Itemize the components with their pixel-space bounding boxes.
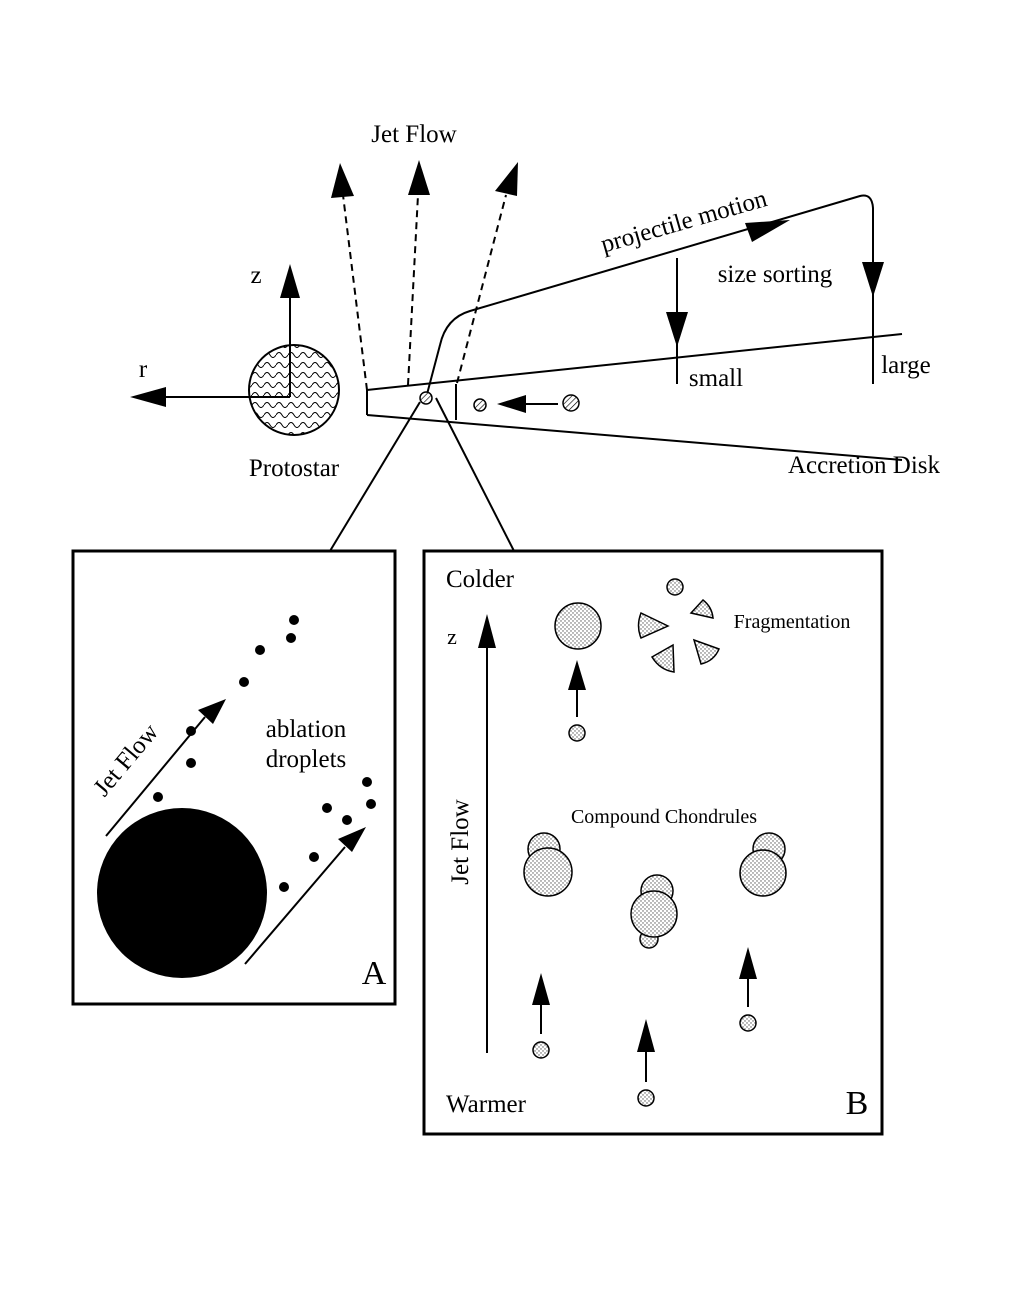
panel-a-frame [71, 549, 397, 1006]
jet-flow-title: Jet Flow [371, 121, 456, 148]
droplet [186, 726, 196, 736]
jet-flow-arrowhead-a-upper [198, 699, 226, 724]
r-axis-label: r [139, 356, 148, 383]
size-sorting-label: size sorting [718, 261, 833, 288]
chondrule-part [523, 847, 573, 897]
small-drop-arrowhead [666, 312, 688, 347]
small-label: small [689, 365, 743, 392]
r-arrowhead [130, 387, 166, 407]
jet-flow-arrow-a-lower [244, 846, 346, 965]
droplet [342, 815, 352, 825]
jet-flow-arrow-left [342, 194, 368, 391]
panel-b: Colder Warmer z Jet Flow B Fragmentation… [422, 549, 884, 1136]
droplet [286, 633, 296, 643]
compound-chondrule-left [523, 832, 573, 897]
inflow-arrowhead [497, 395, 526, 413]
panel-b-jet-flow-label: Jet Flow [447, 799, 474, 884]
rising-droplet [739, 1014, 757, 1032]
droplet [279, 882, 289, 892]
chondrule-large [554, 602, 602, 650]
compound-chondrules-label: Compound Chondrules [571, 806, 757, 828]
fragment-piece [650, 643, 675, 673]
jet-flow-arrow-center [407, 194, 419, 386]
connector-to-panel-b [435, 397, 515, 552]
fragment-piece [689, 598, 714, 619]
jet-flow-arrowhead-center [408, 160, 430, 195]
panel-b-letter: B [846, 1085, 869, 1122]
colder-label: Colder [446, 566, 515, 593]
warmer-label: Warmer [446, 1091, 527, 1118]
jet-flow-arrowhead-right [495, 162, 518, 196]
jet-flow-arrows [331, 160, 518, 391]
projectile-trajectory [425, 194, 874, 399]
panel-a: Jet Flow ablation droplets A [71, 549, 397, 1006]
temperature-axis-arrowhead [478, 614, 496, 648]
droplet [186, 758, 196, 768]
large-label: large [881, 352, 931, 379]
rising-arrowhead [637, 1019, 655, 1052]
chondrule-small [568, 724, 586, 742]
rising-droplet [637, 1089, 655, 1107]
parent-body [97, 808, 267, 978]
droplet [289, 615, 299, 625]
ablation-droplets [153, 615, 376, 892]
ablation-label-line1: ablation [266, 716, 347, 743]
fragmentation-label: Fragmentation [734, 611, 851, 633]
growth-arrowhead [568, 660, 586, 690]
panel-a-jet-flow-label: Jet Flow [88, 719, 164, 802]
protostar-label: Protostar [249, 455, 340, 482]
disk-particle-small [473, 398, 487, 412]
rising-droplet [532, 1041, 550, 1059]
droplet [322, 803, 332, 813]
droplet [362, 777, 372, 787]
compound-chondrule-center [630, 874, 678, 949]
droplet [153, 792, 163, 802]
jet-flow-arrowhead-a-lower [338, 827, 366, 852]
compound-chondrule-right [739, 832, 787, 897]
z-arrowhead [280, 264, 300, 298]
z-axis-label: z [250, 262, 261, 289]
rising-arrowhead [532, 973, 550, 1005]
projectile-arrowhead [745, 220, 790, 242]
accretion-disk [366, 333, 903, 461]
chondrule-part [739, 849, 787, 897]
jet-flow-arrow-a-upper [105, 716, 206, 837]
ablation-label-line2: droplets [266, 746, 347, 773]
connector-to-panel-a [329, 401, 421, 552]
panel-b-z-label: z [447, 624, 457, 649]
fragment-small-drop [666, 578, 684, 596]
fragment-piece [637, 611, 670, 639]
droplet [239, 677, 249, 687]
fragment-piece [692, 638, 720, 665]
disk-particle-large [562, 394, 580, 412]
panel-b-frame [422, 549, 884, 1136]
accretion-disk-label: Accretion Disk [788, 452, 941, 479]
large-drop-arrowhead [862, 262, 884, 297]
rising-arrowhead [739, 947, 757, 979]
droplet [366, 799, 376, 809]
disk-particle-origin [419, 391, 433, 405]
protostar [248, 344, 340, 436]
jet-flow-arrow-right [456, 194, 507, 384]
panel-a-letter: A [362, 955, 387, 992]
droplet [309, 852, 319, 862]
droplet [255, 645, 265, 655]
chondrule-part [630, 890, 678, 938]
jet-flow-arrowhead-left [331, 163, 354, 198]
